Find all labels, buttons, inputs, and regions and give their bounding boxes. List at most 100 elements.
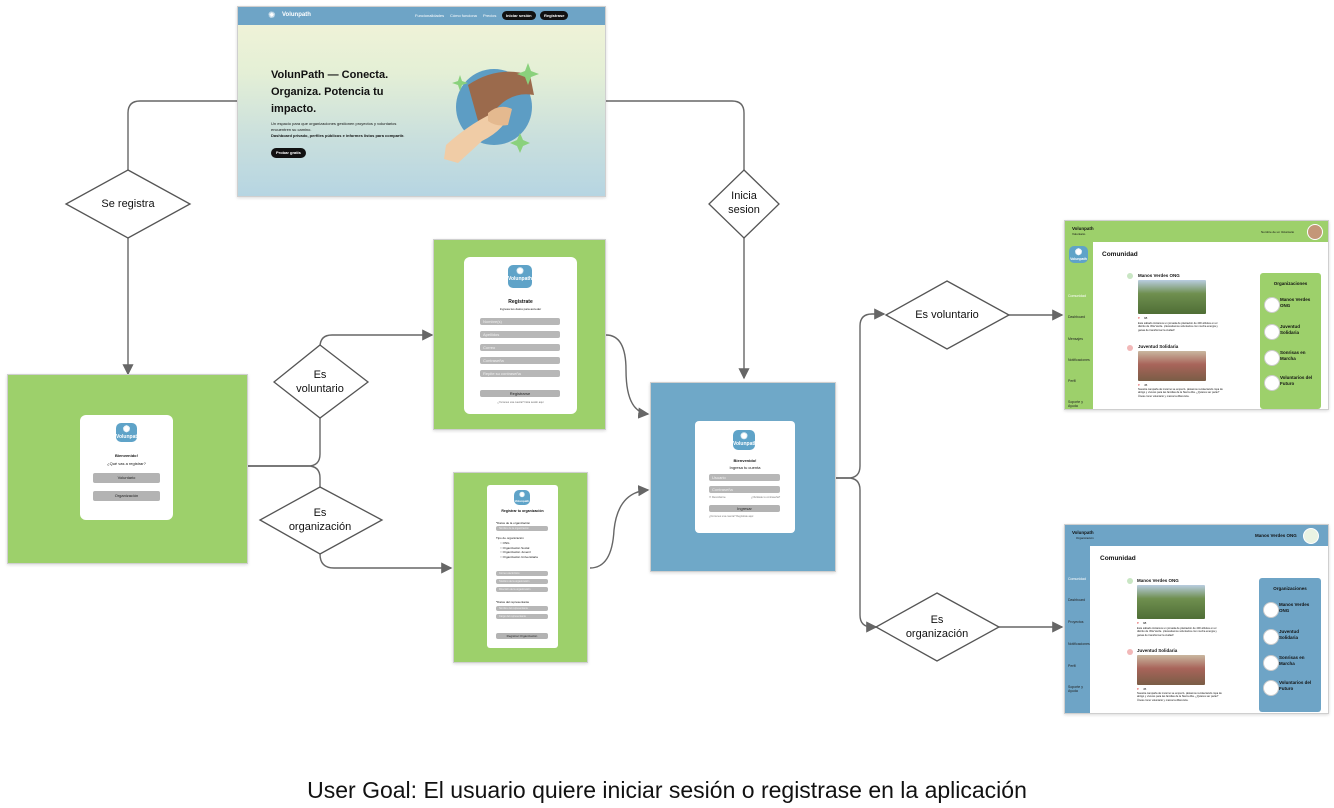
orgs-title: Organizaciones [1273,281,1308,286]
avatar[interactable] [1307,224,1323,240]
voluntario-button[interactable]: Voluntario [93,473,160,483]
post-photo [1138,280,1206,314]
correo-input[interactable]: Correo [480,344,560,351]
rep-name-input[interactable]: Nombre del representante [496,606,548,611]
label-voluntario: voluntario [296,383,344,395]
remember-checkbox[interactable]: ☐ Recordarme [709,496,726,499]
org-email-input[interactable]: Correo electrónico [496,571,548,576]
register-button[interactable]: Registrarse [480,390,560,397]
org-type-universitaria[interactable]: ○ Organización Universitaria [500,554,538,559]
sidebar-item-comunidad[interactable]: Comunidad [1068,294,1086,298]
register-subtitle: Ingresa tus datos para acceder [499,307,542,311]
rep-role-input[interactable]: Cargo del representante [496,614,548,619]
hero-description: Un espacio para que organizaciones gesti… [271,121,404,139]
sidebar-item-perfil[interactable]: Perfil [1068,379,1076,383]
sidebar-item-proyectos[interactable]: Proyectos [1068,620,1084,624]
org-item[interactable]: Sonrisas en Marcha [1280,350,1306,361]
cta-button[interactable]: Probar gratis [271,148,306,158]
dash-org-username: Manos Verdes ONG [1255,533,1297,538]
org-type-ong[interactable]: ○ ONG [500,541,510,545]
login-button[interactable]: Iniciar sesión [502,11,536,20]
heart-icon[interactable]: ♥ [1138,316,1140,320]
signup-link[interactable]: ¿No tienes una cuenta? Regístrate aquí [709,515,754,518]
org-item[interactable]: Manos Verdes ONG [1280,297,1311,308]
avatar[interactable] [1303,528,1319,544]
org-item[interactable]: Juventud Solidaria [1279,629,1300,640]
org-avatar [1263,655,1279,671]
post-author[interactable]: Juventud Solidaria [1138,344,1179,349]
sidebar-item-dashboard[interactable]: Dashboard [1068,598,1086,602]
org-item[interactable]: Voluntarios del Futuro [1280,375,1313,386]
org-data-section: *Datos de la organización [496,521,531,525]
heart-icon[interactable]: ♥ [1137,621,1139,625]
sidebar-item-notificaciones[interactable]: Notificaciones [1068,358,1090,362]
heart-icon[interactable]: ♥ [1137,687,1139,691]
post-author[interactable]: Manos Verdes ONG [1138,273,1180,278]
org-avatar [1264,350,1280,366]
login-submit-button[interactable]: Ingresar [709,505,780,512]
landing-page-frame: ✺ Volunpath Funcionalidades Cómo funcion… [237,6,606,197]
repeat-password-input[interactable]: Repite su contraseña [480,370,560,377]
sidebar-item-perfil[interactable]: Perfil [1068,664,1076,668]
hero-desc-line-1: Un espacio para que organizaciones gesti… [271,121,397,126]
like-count: 45 [1144,383,1148,387]
nav-link-como-funciona[interactable]: Cómo funciona [450,13,477,18]
org-name-input[interactable]: Nombre de la organización [496,526,548,531]
rep-data-section: *Datos del representante [496,600,530,604]
label-es: Es [313,369,327,381]
login-subtitle: Ingresa tu cuenta [729,465,761,470]
user-input[interactable]: Usuario [709,474,780,481]
password-input[interactable]: Contraseña [480,357,560,364]
volunpath-logo: ✺ Volunpath [116,423,141,442]
post-author[interactable]: Juventud Solidaria [1137,648,1178,653]
landing-navbar: ✺ Volunpath Funcionalidades Cómo funcion… [238,7,605,25]
decision-es-organizacion-b [874,592,1001,662]
org-address-input[interactable]: Dirección de la organización [496,587,548,592]
register-volunteer-card: ✺ Volunpath Registrate Ingresa tus datos… [464,257,577,414]
sidebar-item-soporte[interactable]: Soporte y Ayuda [1068,400,1083,408]
org-avatar [1127,273,1133,279]
org-item[interactable]: Voluntarios del Futuro [1279,680,1312,691]
sidebar-item-dashboard[interactable]: Dashboard [1068,315,1086,319]
org-phone-input[interactable]: Teléfono de la organización [496,579,548,584]
org-item[interactable]: Juventud Solidaria [1280,324,1301,335]
signup-button[interactable]: Registrase [540,11,569,20]
orgs-panel: Organizaciones Manos Verdes ONG Juventud… [1259,578,1321,712]
logo-text: Volunpath [116,434,141,440]
hero-line-1: VolunPath — Conecta. [271,69,389,81]
post-author[interactable]: Manos Verdes ONG [1137,578,1179,583]
org-type-juvenil[interactable]: ○ Organización Juvenil [500,550,531,554]
login-link[interactable]: ¿Ya tienes una cuenta? Inicia sesión aqu… [497,401,544,404]
dash-org-header: Volunpath Organización Manos Verdes ONG [1065,525,1328,546]
org-item[interactable]: Sonrisas en Marcha [1279,655,1305,666]
globe-icon [1264,375,1280,391]
dash-vol-role: Voluntario [1072,232,1086,236]
logo-icon: ✺ [268,10,276,20]
forgot-password-link[interactable]: ¿Olvidaste tu contraseña? [751,496,781,499]
password-input[interactable]: Contraseña [709,486,780,493]
nav-link-funcionalidades[interactable]: Funcionalidades [415,13,445,18]
org-item[interactable]: Manos Verdes ONG [1279,602,1310,613]
sidebar-item-notificaciones[interactable]: Notificaciones [1068,642,1090,646]
sidebar-item-mensajes[interactable]: Mensajes [1068,337,1083,341]
volunpath-logo: ✺ Volunpath [514,490,530,505]
organizacion-button[interactable]: Organización [93,491,160,501]
nav-link-precios[interactable]: Precios [483,13,497,18]
org-type-social[interactable]: ○ Organización Social [500,545,530,550]
sparkle-icon [510,133,530,153]
choose-type-frame: ✺ Volunpath Bienvenido! ¿Qué vas a regis… [7,374,248,564]
decision-es-voluntario-a [272,344,370,419]
decision-inicia-sesion [708,169,780,239]
sidebar-item-soporte[interactable]: Soporte y Ayuda [1068,685,1083,693]
login-card: ✺ Volunpath Bienvenido! Ingresa tu cuent… [695,421,795,533]
register-org-button[interactable]: Registrar Organización [496,633,548,639]
sidebar-item-comunidad[interactable]: Comunidad [1068,577,1086,581]
nombre-input[interactable]: Nombre(s) [480,318,560,325]
heart-icon[interactable]: ♥ [1138,383,1140,387]
logo-icon: ✺ [740,431,748,441]
logo-icon: ✺ [519,492,525,499]
apellidos-input[interactable]: Apellidos [480,331,560,338]
label-es-voluntario-b: Es voluntario [915,309,979,321]
label-es: Es [930,614,944,626]
org-avatar [1127,345,1133,351]
